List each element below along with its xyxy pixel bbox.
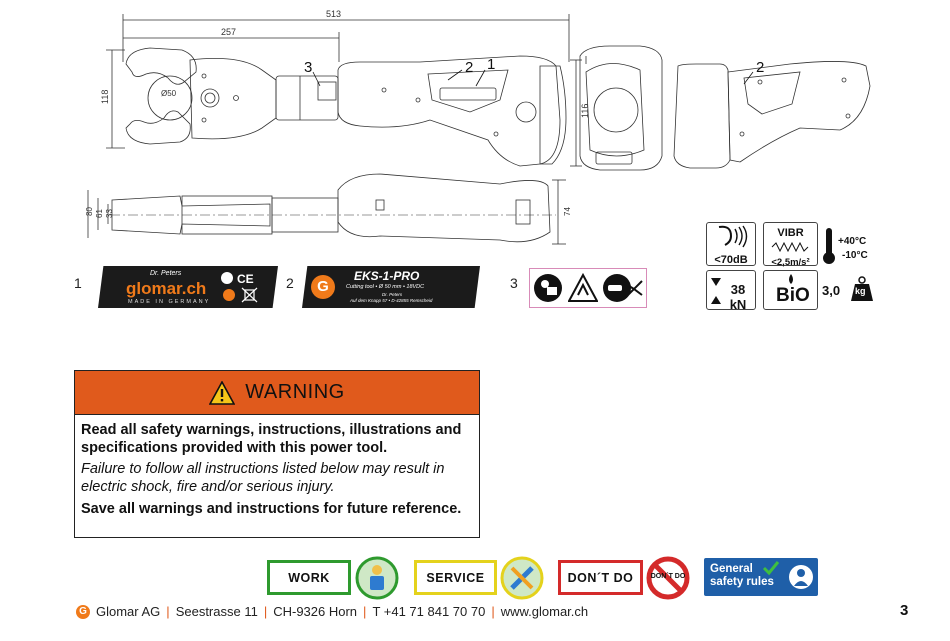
warning-save: Save all warnings and instructions for f… (81, 501, 462, 517)
footer-city: CH-9326 Horn (273, 604, 358, 619)
general-line2: safety rules (710, 576, 774, 588)
warning-title: WARNING (245, 381, 345, 403)
dont-do-button[interactable]: DON´T DO (558, 560, 643, 595)
footer-separator: | (166, 604, 170, 619)
service-button[interactable]: SERVICE (414, 560, 497, 595)
ear-icon (718, 225, 748, 248)
dim-side-height: 116 (580, 104, 590, 118)
warning-failure: Failure to follow all instructions liste… (81, 461, 445, 495)
bio-value: BiO (776, 285, 810, 306)
dim-diameter: Ø50 (161, 89, 177, 98)
general-line1: General (710, 563, 753, 575)
footer-separator: | (363, 604, 367, 619)
temperature-box: +40°C -10°C (822, 222, 874, 266)
label-brand: glomar.ch (126, 279, 207, 298)
page-number: 3 (900, 602, 909, 619)
footer-web-link[interactable]: www.glomar.ch (500, 604, 589, 619)
checkmark-icon (762, 561, 780, 576)
warning-triangle-icon (209, 380, 236, 405)
product-label-glomar: Dr. Peters glomar.ch MADE IN GERMANY CE (98, 266, 278, 308)
weight-value: 3,0 (822, 283, 841, 298)
service-tools-icon[interactable] (500, 556, 544, 600)
label-number-1: 1 (74, 275, 82, 291)
dim-top-80: 80 (85, 207, 94, 216)
label-made-in: MADE IN GERMANY (128, 299, 211, 305)
rating-icon (223, 289, 235, 301)
technical-drawing: 513 257 118 Ø50 116 80 61 33 74 3 2 1 2 (85, 9, 871, 245)
footer-street: Seestrasse 11 (175, 604, 258, 619)
dim-top-74: 74 (563, 207, 572, 216)
eye-protection-icon (603, 274, 631, 302)
temp-low: -10°C (842, 250, 868, 261)
weight-icon (851, 276, 873, 301)
callout-1: 1 (487, 56, 495, 73)
footer-phone: T +41 71 841 70 70 (372, 604, 486, 619)
work-worker-icon[interactable] (355, 556, 399, 600)
dim-top-61: 61 (95, 209, 104, 218)
label-address: Auf dem Knapp 57 • D-42855 Remscheid (350, 298, 433, 303)
bio-oil-box: BiO (763, 270, 818, 310)
dim-total: 513 (326, 9, 341, 19)
temp-high: +40°C (838, 236, 867, 247)
read-manual-icon (534, 274, 562, 302)
oil-drop-icon (789, 274, 793, 284)
noise-value: <70dB (714, 254, 748, 266)
dim-height: 118 (100, 90, 110, 104)
work-button[interactable]: WORK (267, 560, 351, 595)
general-safety-rules-button[interactable]: General safety rules (704, 558, 818, 596)
weight-unit: kg (855, 286, 866, 296)
cutting-force-box: 38 kN (706, 270, 756, 312)
ce-mark: CE (237, 272, 254, 286)
warning-box: WARNING Read all safety warnings, instru… (74, 370, 480, 538)
product-label-model: G EKS-1-PRO Cutting tool • Ø 50 mm • 18V… (302, 266, 480, 308)
vibration-title: VIBR (777, 227, 804, 239)
vibration-box: VIBR <2,5m/s² (763, 222, 818, 268)
label-model: EKS-1-PRO (354, 269, 420, 283)
label-marks: CE (220, 271, 264, 306)
callout-3: 3 (304, 59, 312, 76)
spark-icon (623, 280, 643, 298)
footer-separator: | (263, 604, 268, 619)
safety-pictogram-label (529, 268, 647, 308)
label-number-2: 2 (286, 275, 294, 291)
footer: G Glomar AG | Seestrasse 11 | CH-9326 Ho… (76, 604, 588, 619)
glomar-footer-logo-icon: G (76, 604, 90, 619)
dim-top-33: 33 (105, 209, 114, 218)
weee-bin-icon (241, 287, 258, 303)
footer-company: Glomar AG (96, 604, 161, 619)
callout-2: 2 (465, 59, 473, 76)
noise-level-box: <70dB (706, 222, 756, 266)
vibration-value: <2,5m/s² (771, 257, 810, 268)
vibration-wave-icon (771, 241, 808, 253)
label-spec: Cutting tool • Ø 50 mm • 18VDC (346, 284, 425, 290)
footer-separator: | (491, 604, 495, 619)
callout-2-rear: 2 (756, 59, 764, 76)
force-value: 38 kN (729, 282, 747, 312)
label-maker: Dr. Peters (150, 270, 182, 277)
dim-jaw: 257 (221, 27, 236, 37)
label-number-3: 3 (510, 275, 518, 291)
warning-read-all: Read all safety warnings, instructions, … (81, 422, 462, 456)
warning-header: WARNING (75, 371, 479, 415)
dont-do-icon-text: DON´T DO (651, 573, 686, 580)
glomar-logo-icon: G (311, 275, 335, 299)
recycle-icon (221, 272, 233, 284)
hazard-warning-icon (568, 273, 598, 302)
general-safety-label: General safety rules (710, 563, 774, 589)
label-company: Dr. Peters (382, 292, 403, 297)
safety-person-icon (789, 565, 813, 589)
thermometer-icon (823, 228, 835, 264)
dont-do-prohibition-icon[interactable]: DON´T DO (646, 556, 690, 600)
weight-box: 3,0 kg (822, 270, 876, 310)
force-arrows-icon (711, 278, 721, 304)
